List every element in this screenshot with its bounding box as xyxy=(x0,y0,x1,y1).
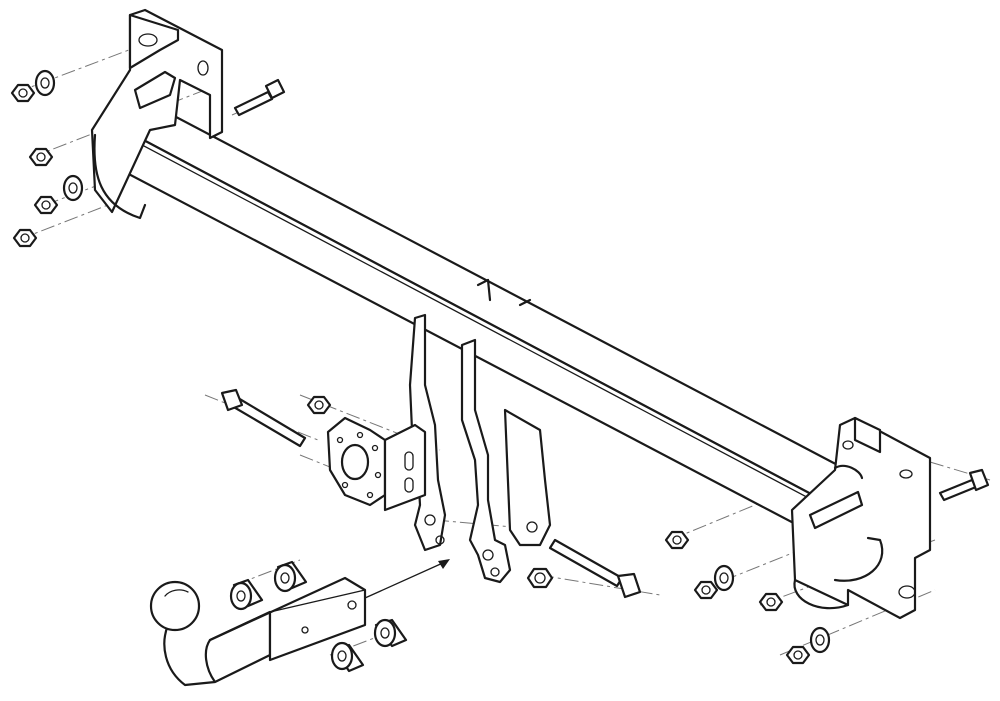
right-mounting-bracket xyxy=(790,416,932,620)
bolt-left-top xyxy=(233,78,286,117)
nut xyxy=(33,195,59,215)
nut xyxy=(12,228,38,248)
bolt-long-left xyxy=(220,388,307,448)
nut xyxy=(785,645,811,665)
washer xyxy=(34,69,56,97)
washer xyxy=(713,564,735,592)
nut xyxy=(693,580,719,600)
nut xyxy=(526,567,554,589)
nut xyxy=(306,395,332,415)
bolt-right xyxy=(938,468,990,502)
electrical-socket-plate xyxy=(326,416,427,512)
bolts xyxy=(220,78,990,599)
washer xyxy=(809,626,831,654)
washer xyxy=(62,174,84,202)
washers xyxy=(34,69,831,654)
spacer-sleeve xyxy=(373,618,408,648)
nut xyxy=(664,530,690,550)
nut xyxy=(28,147,54,167)
detachable-ball-neck xyxy=(149,576,367,687)
bolt-long-center xyxy=(548,538,642,599)
spacer-sleeve xyxy=(330,641,365,673)
center-drop-plates xyxy=(408,313,552,584)
nuts xyxy=(10,83,811,665)
spacer-sleeve xyxy=(273,560,308,593)
spacer-sleeves xyxy=(229,560,408,673)
nut xyxy=(10,83,36,103)
installation-arrow xyxy=(364,559,450,599)
spacer-sleeve xyxy=(229,578,264,611)
left-mounting-bracket xyxy=(90,8,224,220)
tow-bar-crossmember xyxy=(100,91,887,552)
nut xyxy=(758,592,784,612)
